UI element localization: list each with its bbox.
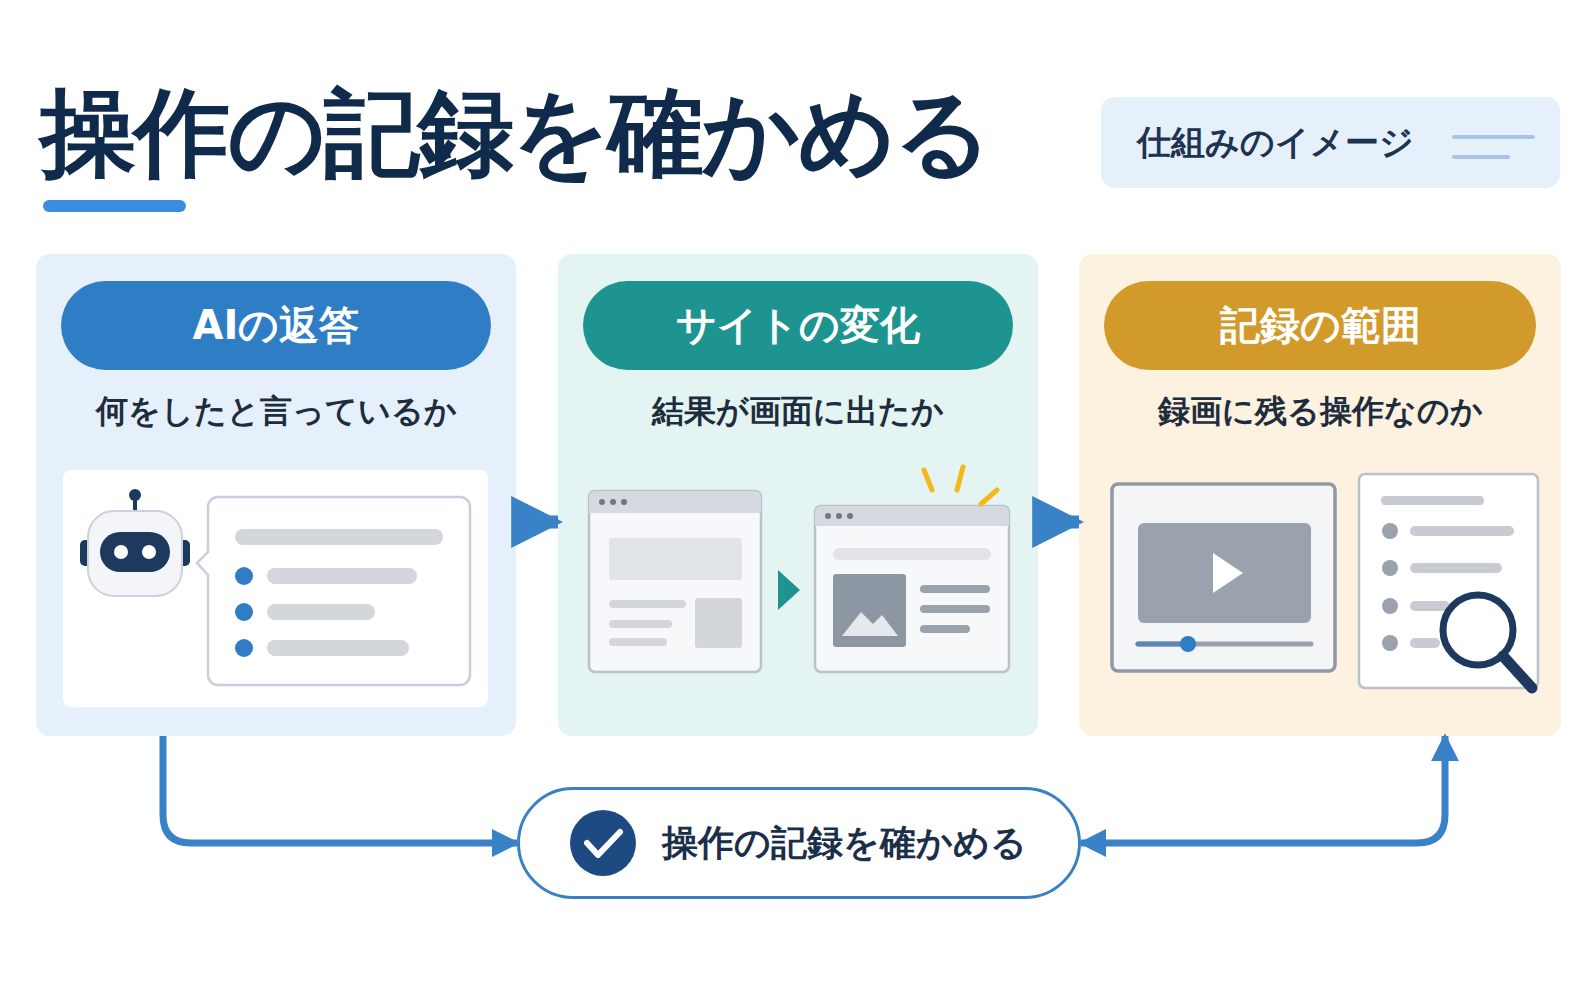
panel-subtitle: 何をしたと言っているか: [36, 390, 516, 434]
video-player: [1112, 484, 1335, 671]
flow-arrow: [1038, 516, 1079, 529]
panel-subtitle: 結果が画面に出たか: [558, 390, 1038, 434]
pill-label: 記録の範囲: [1104, 281, 1536, 370]
flow-arrow: [516, 516, 558, 529]
highlight-burst: [924, 467, 997, 504]
browser-before: [589, 491, 761, 672]
change-arrow: [778, 570, 800, 610]
robot-icon: [80, 489, 190, 596]
header-pill: AIの返答: [61, 281, 491, 370]
diagram-title: 操作の記録を確かめる: [40, 70, 990, 200]
browser-after: [815, 506, 1009, 672]
badge-label: 仕組みのイメージ: [1137, 97, 1414, 188]
panel-box: 結果が画面に出たか サイトの変化: [558, 254, 1038, 736]
log-document: [1359, 474, 1538, 688]
flow-arrow: [1081, 736, 1445, 843]
pill-label: 操作の記録を確かめる: [620, 790, 1068, 896]
panel-box: 録画に残る操作なのか 記録の範囲: [1079, 254, 1561, 736]
check-icon: [570, 810, 636, 876]
header-pill: 記録の範囲: [1104, 281, 1536, 370]
pill-label: サイトの変化: [583, 281, 1013, 370]
panel-subtitle: 録画に残る操作なのか: [1079, 390, 1561, 434]
speech-bubble: [197, 497, 470, 685]
title-underline: [43, 200, 186, 212]
badge-box: 仕組みのイメージ: [1101, 97, 1560, 188]
magnifier-icon: [1443, 595, 1532, 688]
result-pill: 操作の記録を確かめる: [517, 787, 1081, 899]
panel-box: 何をしたと言っているか AIの返答: [36, 254, 516, 736]
pill-label: AIの返答: [61, 281, 491, 370]
badge-line: [1454, 155, 1508, 159]
illustration-card: [63, 470, 488, 707]
badge-line: [1454, 135, 1533, 139]
flow-arrow: [163, 736, 517, 843]
header-pill: サイトの変化: [583, 281, 1013, 370]
